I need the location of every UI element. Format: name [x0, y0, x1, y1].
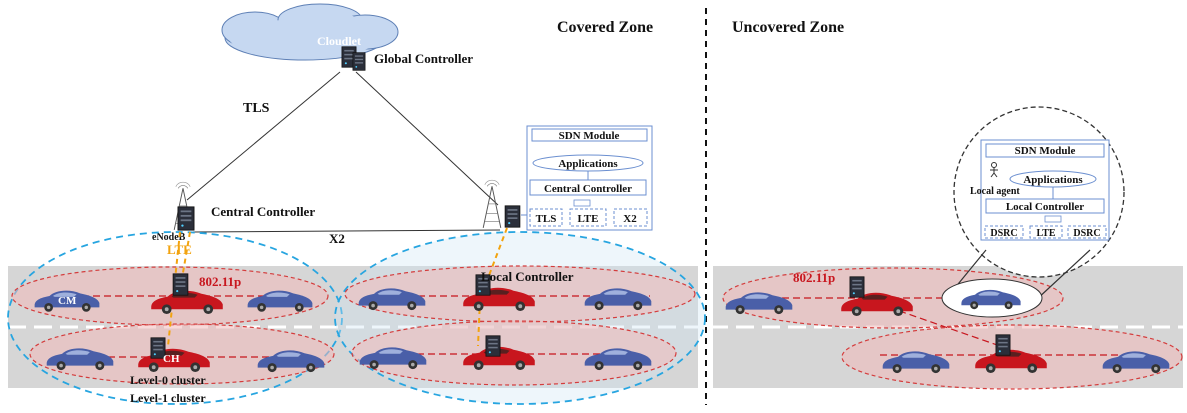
level0-cluster-label: Level-0 cluster [130, 373, 206, 387]
enodeb-label: eNodeB [152, 232, 186, 243]
tls-label: TLS [243, 101, 270, 116]
local-sdn-title: SDN Module [1015, 145, 1076, 157]
local-controller-server-icon [172, 273, 189, 296]
central-sdn-iface-lte: LTE [577, 213, 598, 225]
lte-link [477, 299, 481, 347]
ch-label: CH [163, 353, 180, 365]
local-sdn-iface-dsrc-1: DSRC [990, 228, 1017, 239]
zoom-connector [1035, 249, 1091, 301]
enodeb-server-icon-right [504, 205, 521, 228]
local-sdn-controller: Local Controller [1006, 201, 1084, 213]
lte-link [484, 227, 508, 287]
central-controller-label: Central Controller [211, 204, 315, 219]
central-sdn-title: SDN Module [559, 130, 620, 142]
lte-label: LTE [167, 242, 192, 257]
central-sdn-module [526, 125, 653, 231]
local-controller-server-icon [849, 276, 865, 298]
cloudlet-label: Cloudlet [317, 34, 361, 48]
tls-link-right [355, 71, 499, 206]
central-sdn-iface-x2: X2 [623, 213, 637, 225]
global-controller-label: Global Controller [374, 51, 473, 66]
wifi-label-covered: 802.11p [199, 274, 241, 289]
local-sdn-module [980, 139, 1110, 241]
enodeb-tower-icon-right [482, 179, 502, 229]
uncovered-zone-label: Uncovered Zone [732, 19, 844, 36]
x2-label: X2 [329, 231, 345, 246]
central-controller-server-icon [177, 206, 195, 231]
cm-label: CM [58, 295, 77, 307]
tls-link-left [186, 71, 341, 201]
local-sdn-iface-lte: LTE [1036, 228, 1055, 239]
central-sdn-controller: Central Controller [544, 183, 632, 195]
x2-link [192, 229, 501, 233]
local-agent-label: Local agent [970, 186, 1020, 197]
level1-cluster-label: Level-1 cluster [130, 391, 206, 405]
local-controller-label: Local Controller [481, 269, 574, 284]
covered-zone-label: Covered Zone [557, 19, 653, 36]
wifi-label-uncovered: 802.11p [793, 270, 835, 285]
local-controller-server-icon [485, 335, 501, 357]
cloud-icon [221, 3, 399, 61]
local-sdn-applications: Applications [1023, 174, 1083, 186]
level1-cluster-left [7, 231, 343, 405]
local-sdn-iface-dsrc-2: DSRC [1073, 228, 1100, 239]
central-sdn-applications: Applications [558, 158, 618, 170]
global-controller-server-icon-2 [352, 52, 366, 71]
central-sdn-iface-tls: TLS [536, 213, 557, 225]
local-controller-server-icon [995, 334, 1011, 356]
